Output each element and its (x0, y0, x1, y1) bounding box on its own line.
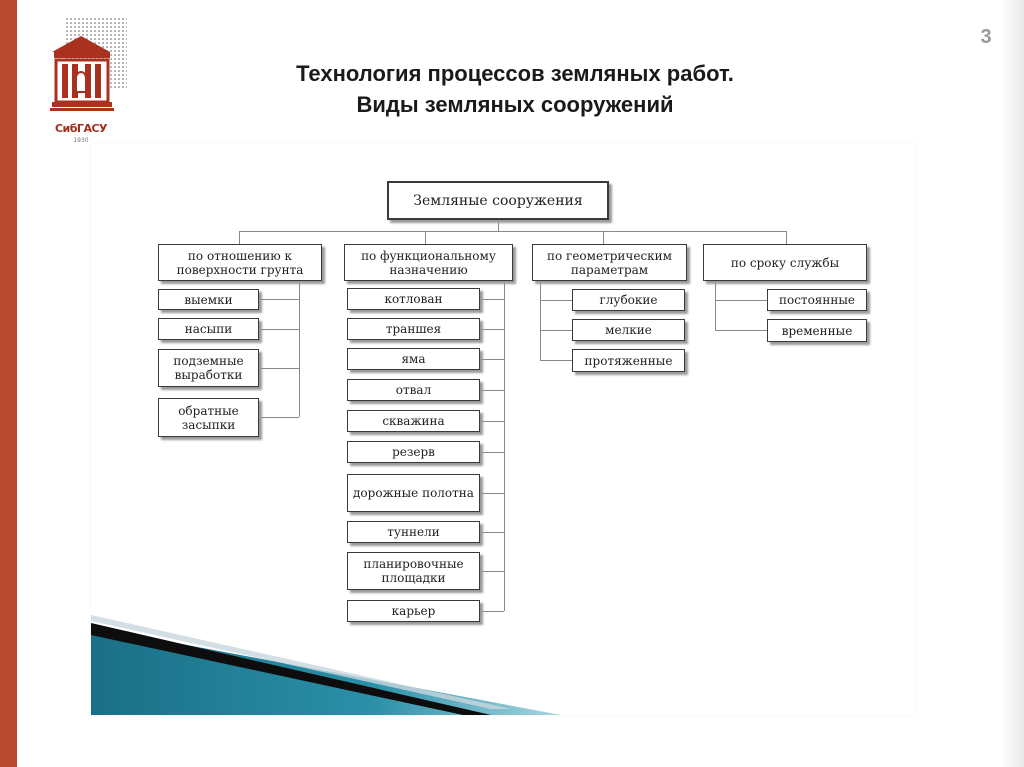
slide-title: Технология процессов земляных работ. Вид… (150, 58, 880, 120)
connector-line (498, 220, 499, 231)
item-vyemki: выемки (158, 289, 259, 310)
connector-line (259, 417, 299, 418)
university-logo: СибГАСУ 1930 (50, 18, 130, 144)
connector-line (480, 299, 504, 300)
item-transheya: траншея (347, 318, 480, 340)
item-otval: отвал (347, 379, 480, 401)
connector-line (259, 299, 299, 300)
connector-line (715, 330, 767, 331)
right-edge-shadow (1000, 0, 1024, 767)
connector-line (480, 611, 504, 612)
connector-line (480, 452, 504, 453)
item-kotlovan: котлован (347, 288, 480, 310)
building-emblem-icon (50, 18, 127, 111)
item-temporary: временные (767, 319, 867, 342)
logo-year: 1930 (73, 137, 89, 144)
category-function: по функциональному назначению (344, 244, 513, 281)
item-deep: глубокие (572, 289, 685, 311)
connector-line (715, 300, 767, 301)
item-nasypi: насыпи (158, 318, 259, 340)
connector-line (299, 281, 300, 417)
connector-line (259, 368, 299, 369)
connector-line (480, 421, 504, 422)
connector-line (540, 360, 572, 361)
item-rezerv: резерв (347, 441, 480, 463)
diagram-panel: Земляные сооружения по отношению к повер… (91, 143, 916, 715)
category-geometry: по геометрическим параметрам (532, 244, 687, 281)
slide-number: 3 (980, 26, 992, 48)
item-yama: яма (347, 348, 480, 370)
connector-line (603, 231, 604, 244)
connector-line (504, 281, 505, 611)
item-quarry: карьер (347, 600, 480, 622)
item-tunnels: туннели (347, 521, 480, 543)
item-extended: протяженные (572, 349, 685, 372)
connector-line (480, 359, 504, 360)
connector-line (480, 571, 504, 572)
item-underground-workings: подземные выработки (158, 349, 259, 387)
left-accent-bar (0, 0, 17, 767)
connector-line (239, 231, 786, 232)
item-grading-sites: планировочные площадки (347, 552, 480, 590)
connector-line (239, 231, 240, 244)
title-line-2: Виды земляных сооружений (356, 92, 674, 117)
connector-line (480, 532, 504, 533)
logo-caption: СибГАСУ (54, 122, 108, 135)
title-line-1: Технология процессов земляных работ. (296, 61, 734, 86)
category-service-life: по сроку службы (703, 244, 867, 281)
connector-line (480, 493, 504, 494)
decorative-wave (91, 615, 561, 715)
category-ground-surface: по отношению к поверхности грунта (158, 244, 322, 281)
connector-line (540, 300, 572, 301)
connector-line (540, 330, 572, 331)
connector-line (715, 281, 716, 330)
connector-line (425, 231, 426, 244)
connector-line (259, 329, 299, 330)
root-node: Земляные сооружения (387, 181, 609, 220)
item-backfill: обратные засыпки (158, 398, 259, 437)
item-shallow: мелкие (572, 319, 685, 341)
connector-line (480, 390, 504, 391)
connector-line (480, 329, 504, 330)
item-road-beds: дорожные полотна (347, 474, 480, 512)
connector-line (786, 231, 787, 244)
item-skvazhina: скважина (347, 410, 480, 432)
item-permanent: постоянные (767, 289, 867, 311)
connector-line (540, 281, 541, 360)
